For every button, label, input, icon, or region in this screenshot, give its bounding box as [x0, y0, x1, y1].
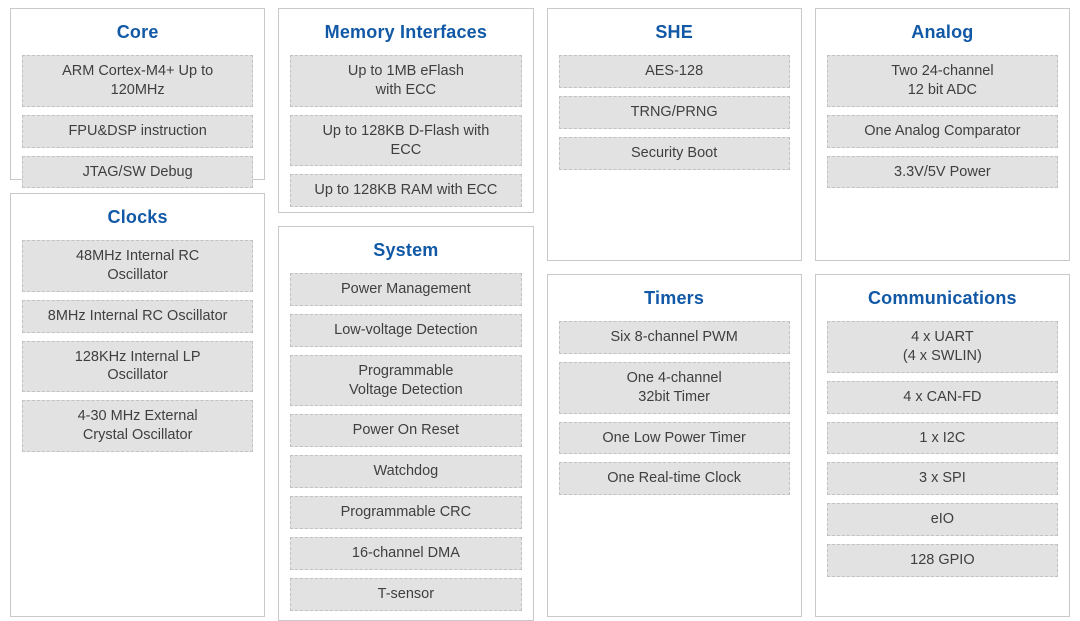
feature-item: ARM Cortex-M4+ Up to 120MHz [22, 55, 254, 107]
panel-timers-items: Six 8-channel PWM One 4-channel 32bit Tim… [558, 321, 790, 496]
column-memory-system: Memory Interfaces Up to 1MB eFlash with … [278, 8, 534, 621]
panel-core-title: Core [116, 22, 159, 42]
feature-item: Six 8-channel PWM [558, 321, 790, 354]
column-analog-communications: Analog Two 24-channel 12 bit ADC One Anal… [814, 8, 1070, 617]
feature-item: 16-channel DMA [290, 536, 522, 570]
feature-item: JTAG/SW Debug [22, 155, 254, 189]
feature-item: Watchdog [290, 455, 522, 489]
feature-item: 4 x UART (4 x SWLIN) [826, 321, 1058, 373]
panel-communications-title: Communications [867, 288, 1017, 308]
panel-analog: Analog Two 24-channel 12 bit ADC One Anal… [814, 8, 1070, 261]
feature-item: 4-30 MHz External Crystal Oscillator [22, 400, 254, 452]
feature-item: 128 GPIO [826, 544, 1058, 577]
feature-item: Up to 1MB eFlash with ECC [290, 55, 522, 107]
panel-analog-title: Analog [911, 22, 974, 42]
panel-memory-interfaces: Memory Interfaces Up to 1MB eFlash with … [278, 8, 534, 213]
feature-item: Low-voltage Detection [290, 313, 522, 347]
feature-item: 128KHz Internal LP Oscillator [22, 340, 254, 393]
feature-item: eIO [826, 503, 1058, 537]
panel-clocks-title: Clocks [107, 207, 168, 227]
panel-analog-items: Two 24-channel 12 bit ADC One Analog Comp… [826, 55, 1058, 189]
feature-item: Up to 128KB RAM with ECC [290, 174, 522, 208]
feature-item: 4 x CAN-FD [826, 380, 1058, 414]
feature-item: One Low Power Timer [558, 421, 790, 455]
panel-she-title: SHE [655, 22, 693, 42]
feature-item: One Real-time Clock [558, 462, 790, 496]
panel-memory-items: Up to 1MB eFlash with ECC Up to 128KB D-F… [290, 55, 522, 208]
feature-item: FPU&DSP instruction [22, 114, 254, 148]
feature-item: Programmable CRC [290, 496, 522, 529]
feature-item: AES-128 [558, 55, 790, 88]
panel-system-title: System [373, 240, 439, 260]
panel-clocks: Clocks 48MHz Internal RC Oscillator 8MHz … [10, 193, 266, 617]
feature-item: Two 24-channel 12 bit ADC [826, 55, 1058, 107]
feature-item: 8MHz Internal RC Oscillator [22, 299, 254, 333]
panel-communications: Communications 4 x UART (4 x SWLIN) 4 x C… [814, 274, 1070, 617]
feature-item: 1 x I2C [826, 421, 1058, 455]
feature-item: One 4-channel 32bit Timer [558, 361, 790, 414]
feature-item: TRNG/PRNG [558, 95, 790, 129]
panel-timers: Timers Six 8-channel PWM One 4-channel 32… [546, 274, 802, 617]
feature-item: 3 x SPI [826, 462, 1058, 496]
panel-timers-title: Timers [644, 288, 705, 308]
feature-item: Power Management [290, 273, 522, 306]
feature-item: Power On Reset [290, 414, 522, 448]
feature-item: 3.3V/5V Power [826, 155, 1058, 189]
panel-clocks-items: 48MHz Internal RC Oscillator 8MHz Interna… [22, 240, 254, 452]
feature-item: Security Boot [558, 136, 790, 170]
feature-item: One Analog Comparator [826, 114, 1058, 148]
feature-item: T-sensor [290, 577, 522, 611]
feature-item: Up to 128KB D-Flash with ECC [290, 114, 522, 167]
feature-item: 48MHz Internal RC Oscillator [22, 240, 254, 292]
panel-memory-title: Memory Interfaces [324, 22, 488, 42]
feature-item: Programmable Voltage Detection [290, 354, 522, 407]
panel-communications-items: 4 x UART (4 x SWLIN) 4 x CAN-FD 1 x I2C 3 x… [826, 321, 1058, 577]
